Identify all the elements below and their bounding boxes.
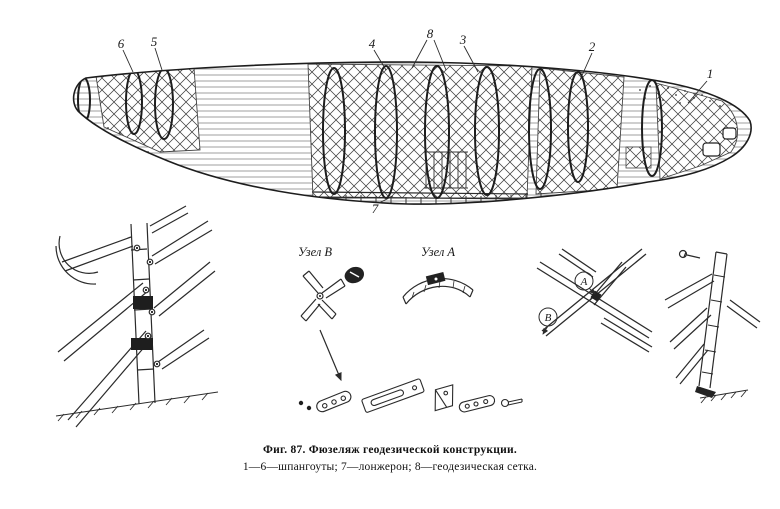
- hatched-panel: [625, 146, 652, 169]
- node-a-label: Узел А: [421, 245, 455, 259]
- ground-hatch-right: [700, 390, 747, 404]
- ground-hatch: [57, 392, 209, 422]
- callout-8: 8: [427, 26, 434, 41]
- node-a-callout-letter: А: [580, 276, 588, 288]
- callout-leaders: [122, 39, 708, 204]
- bolt-part: [500, 398, 523, 408]
- exploded-parts: [298, 378, 523, 413]
- callout-1: 1: [707, 66, 714, 81]
- lattice-detail: А В: [536, 248, 653, 353]
- channel-bracket: [434, 384, 454, 412]
- longeron-foot: [695, 386, 716, 398]
- callout-4: 4: [369, 36, 376, 51]
- callout-6: 6: [118, 36, 125, 51]
- frame-joint-detail: [55, 205, 219, 428]
- callout-2: 2: [589, 39, 596, 54]
- fuselage-outline: [72, 61, 752, 205]
- fuselage-frames: [77, 65, 663, 199]
- node-b-callout-letter: В: [545, 312, 552, 324]
- nose-windows: [702, 127, 737, 157]
- geodesic-panel-tail: [95, 67, 201, 153]
- callout-7: 7: [372, 201, 379, 216]
- figure-caption-title: Фиг. 87. Фюзеляж геодезической конструкц…: [263, 444, 517, 456]
- strip-with-holes-2: [458, 395, 496, 413]
- node-a-detail: Узел А: [402, 245, 474, 305]
- figure-caption-legend: 1—6—шпангоуты; 7—лонжерон; 8—геодезическ…: [242, 461, 538, 473]
- node-b-label: Узел В: [298, 245, 332, 259]
- callout-3: 3: [459, 32, 467, 47]
- strip-with-holes-1: [316, 390, 352, 413]
- bottom-longeron: [311, 191, 529, 200]
- fuselage-drawing: 6 5 4 8 3 2 1 7: [72, 26, 752, 216]
- geodesic-panel-fore: [535, 67, 625, 195]
- exploded-view-arrow: [319, 329, 342, 382]
- callout-5: 5: [151, 34, 158, 49]
- keel-ladder: [424, 151, 468, 189]
- longeron-detail: [664, 249, 761, 404]
- node-b-detail: Узел В: [298, 245, 364, 382]
- slotted-strip: [361, 378, 425, 413]
